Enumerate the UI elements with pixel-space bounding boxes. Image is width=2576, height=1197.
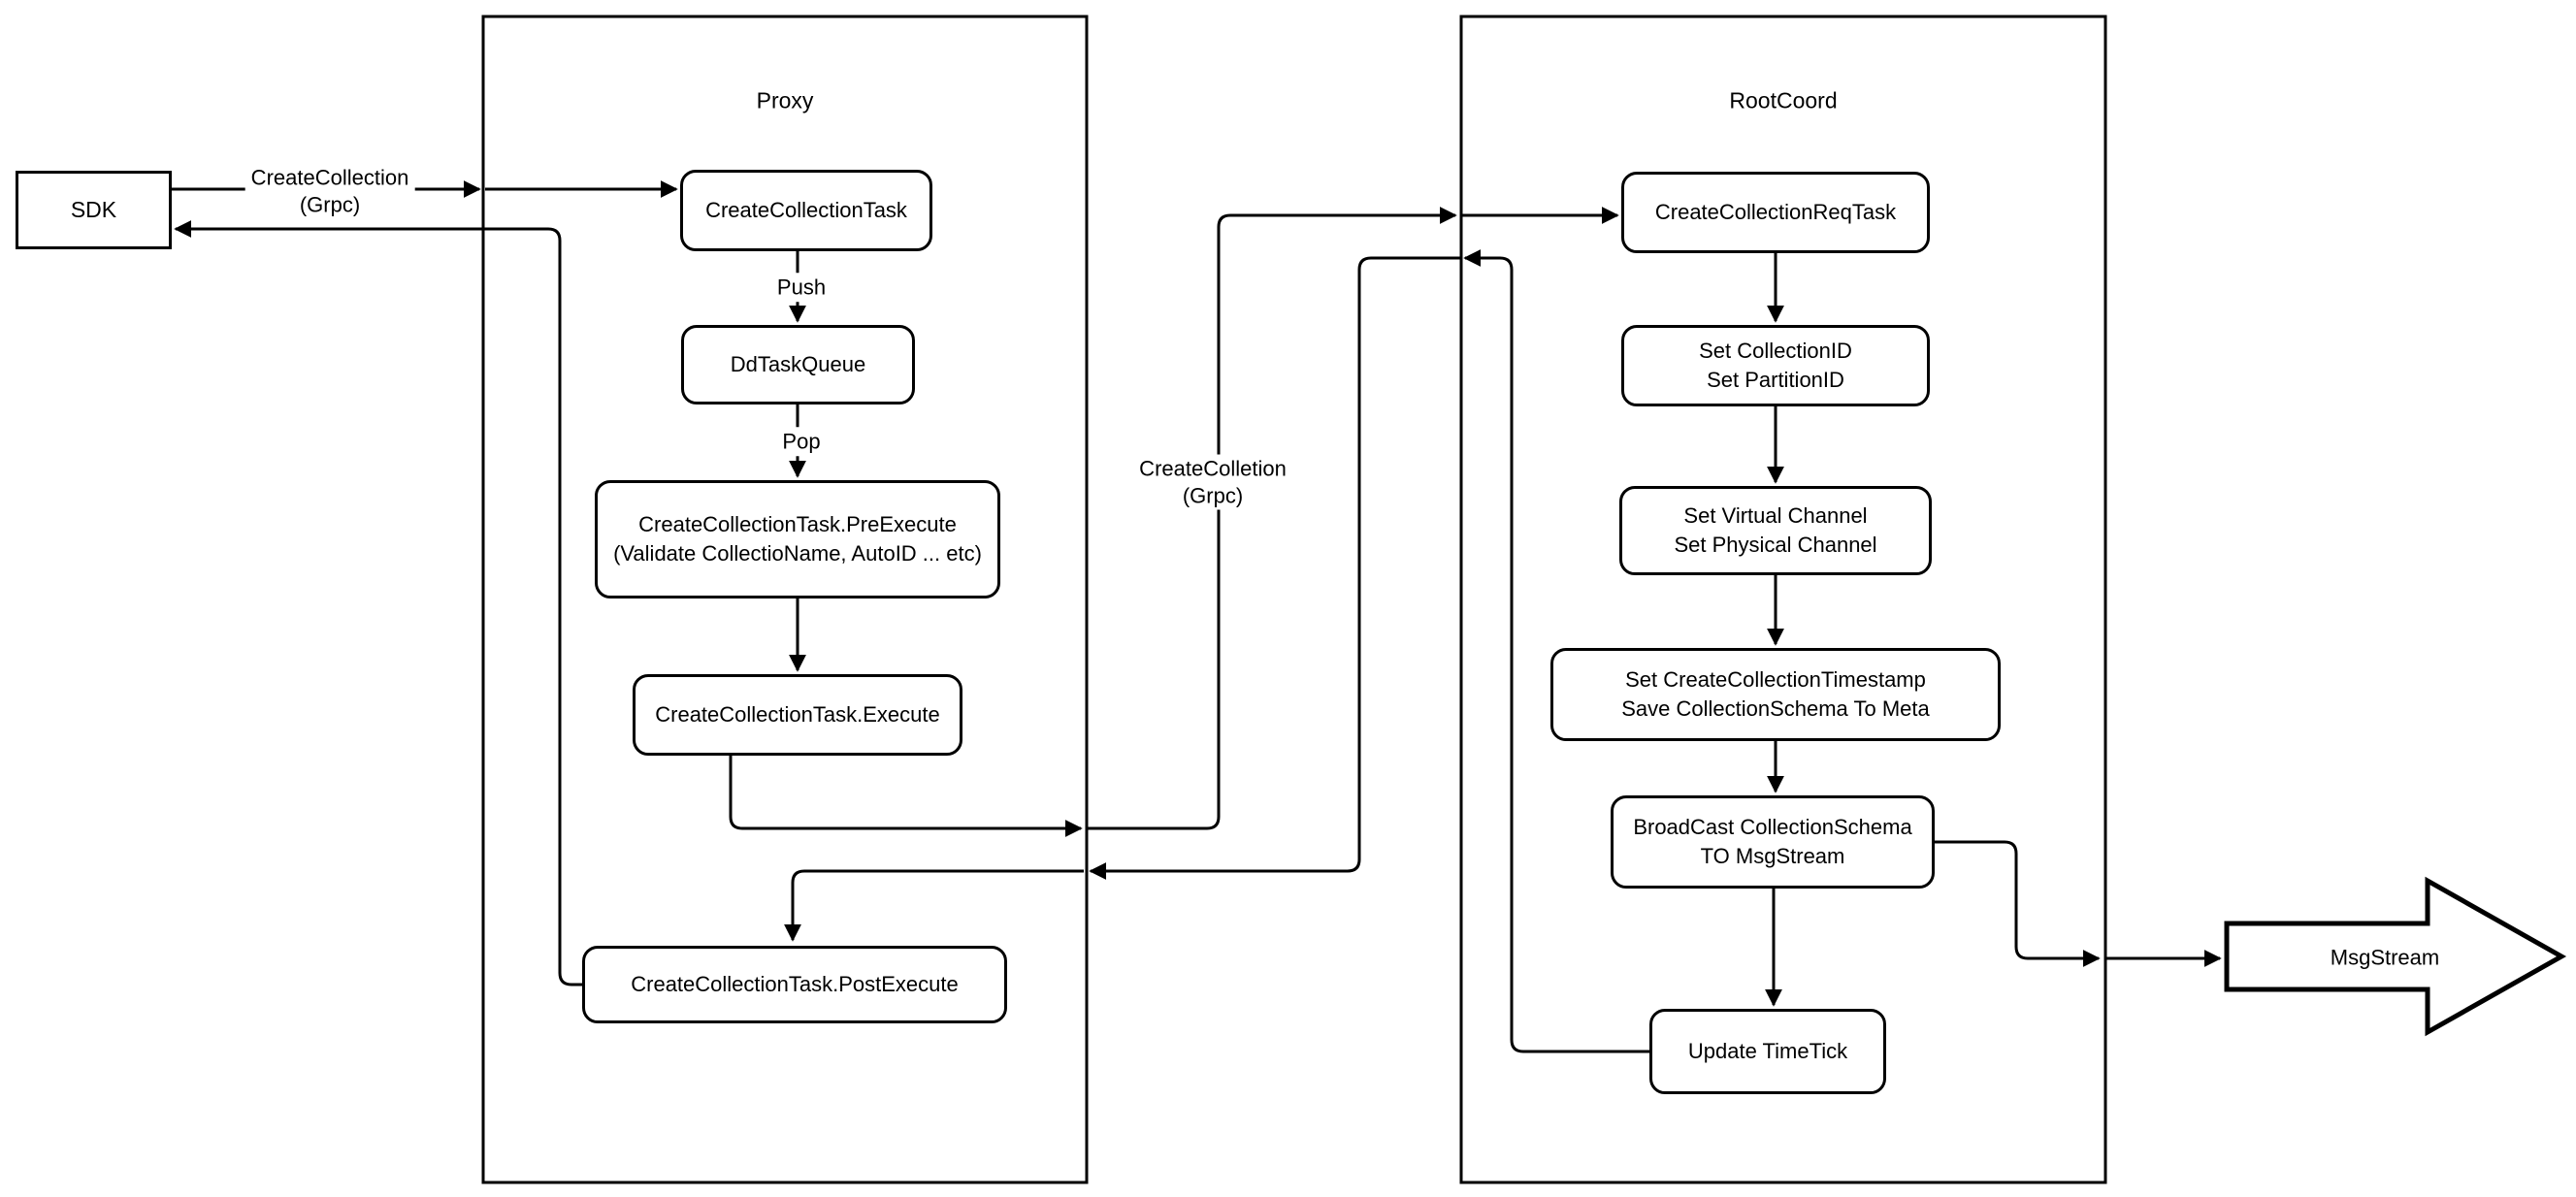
label-createcolletion-grpc: CreateColletion (Grpc)	[1133, 454, 1292, 510]
node-postexecute: CreateCollectionTask.PostExecute	[582, 946, 1007, 1023]
edge-proxy-to-rootcoord-border	[1088, 207, 1457, 830]
rootcoord-container	[1459, 15, 2107, 1184]
node-sdk: SDK	[16, 171, 172, 249]
node-set-virtual-physical-channel: Set Virtual Channel Set Physical Channel	[1619, 486, 1932, 575]
node-createcollectiontask: CreateCollectionTask	[680, 170, 932, 251]
edge-execute-to-proxy-border	[729, 756, 1083, 837]
edge-proxy-border-to-postexecute	[784, 869, 1084, 942]
proxy-container	[481, 15, 1089, 1184]
node-set-collectionid-partitionid: Set CollectionID Set PartitionID	[1621, 325, 1930, 406]
node-update-timetick: Update TimeTick	[1649, 1009, 1886, 1094]
label-push: Push	[770, 273, 832, 302]
node-createcollectionreqtask: CreateCollectionReqTask	[1621, 172, 1930, 253]
node-set-timestamp-save-schema: Set CreateCollectionTimestamp Save Colle…	[1550, 648, 2001, 741]
node-broadcast-collectionschema: BroadCast CollectionSchema TO MsgStream	[1611, 795, 1935, 889]
msgstream-label: MsgStream	[2330, 945, 2440, 970]
node-preexecute: CreateCollectionTask.PreExecute (Validat…	[595, 480, 1000, 598]
proxy-title: Proxy	[756, 87, 814, 113]
edge-postexecute-to-sdk	[174, 220, 582, 987]
node-ddtaskqueue: DdTaskQueue	[681, 325, 915, 404]
label-createcollection-grpc: CreateCollection (Grpc)	[245, 163, 415, 219]
msgstream-block-arrow	[2224, 876, 2567, 1037]
node-execute: CreateCollectionTask.Execute	[633, 674, 962, 756]
label-pop: Pop	[776, 427, 827, 456]
edge-timetick-to-rootcoord-border	[1463, 249, 1649, 1053]
rootcoord-title: RootCoord	[1729, 87, 1838, 113]
edge-broadcast-to-rootcoord-border	[1935, 840, 2101, 967]
edge-rootcoord-to-proxy-border	[1089, 256, 1461, 880]
